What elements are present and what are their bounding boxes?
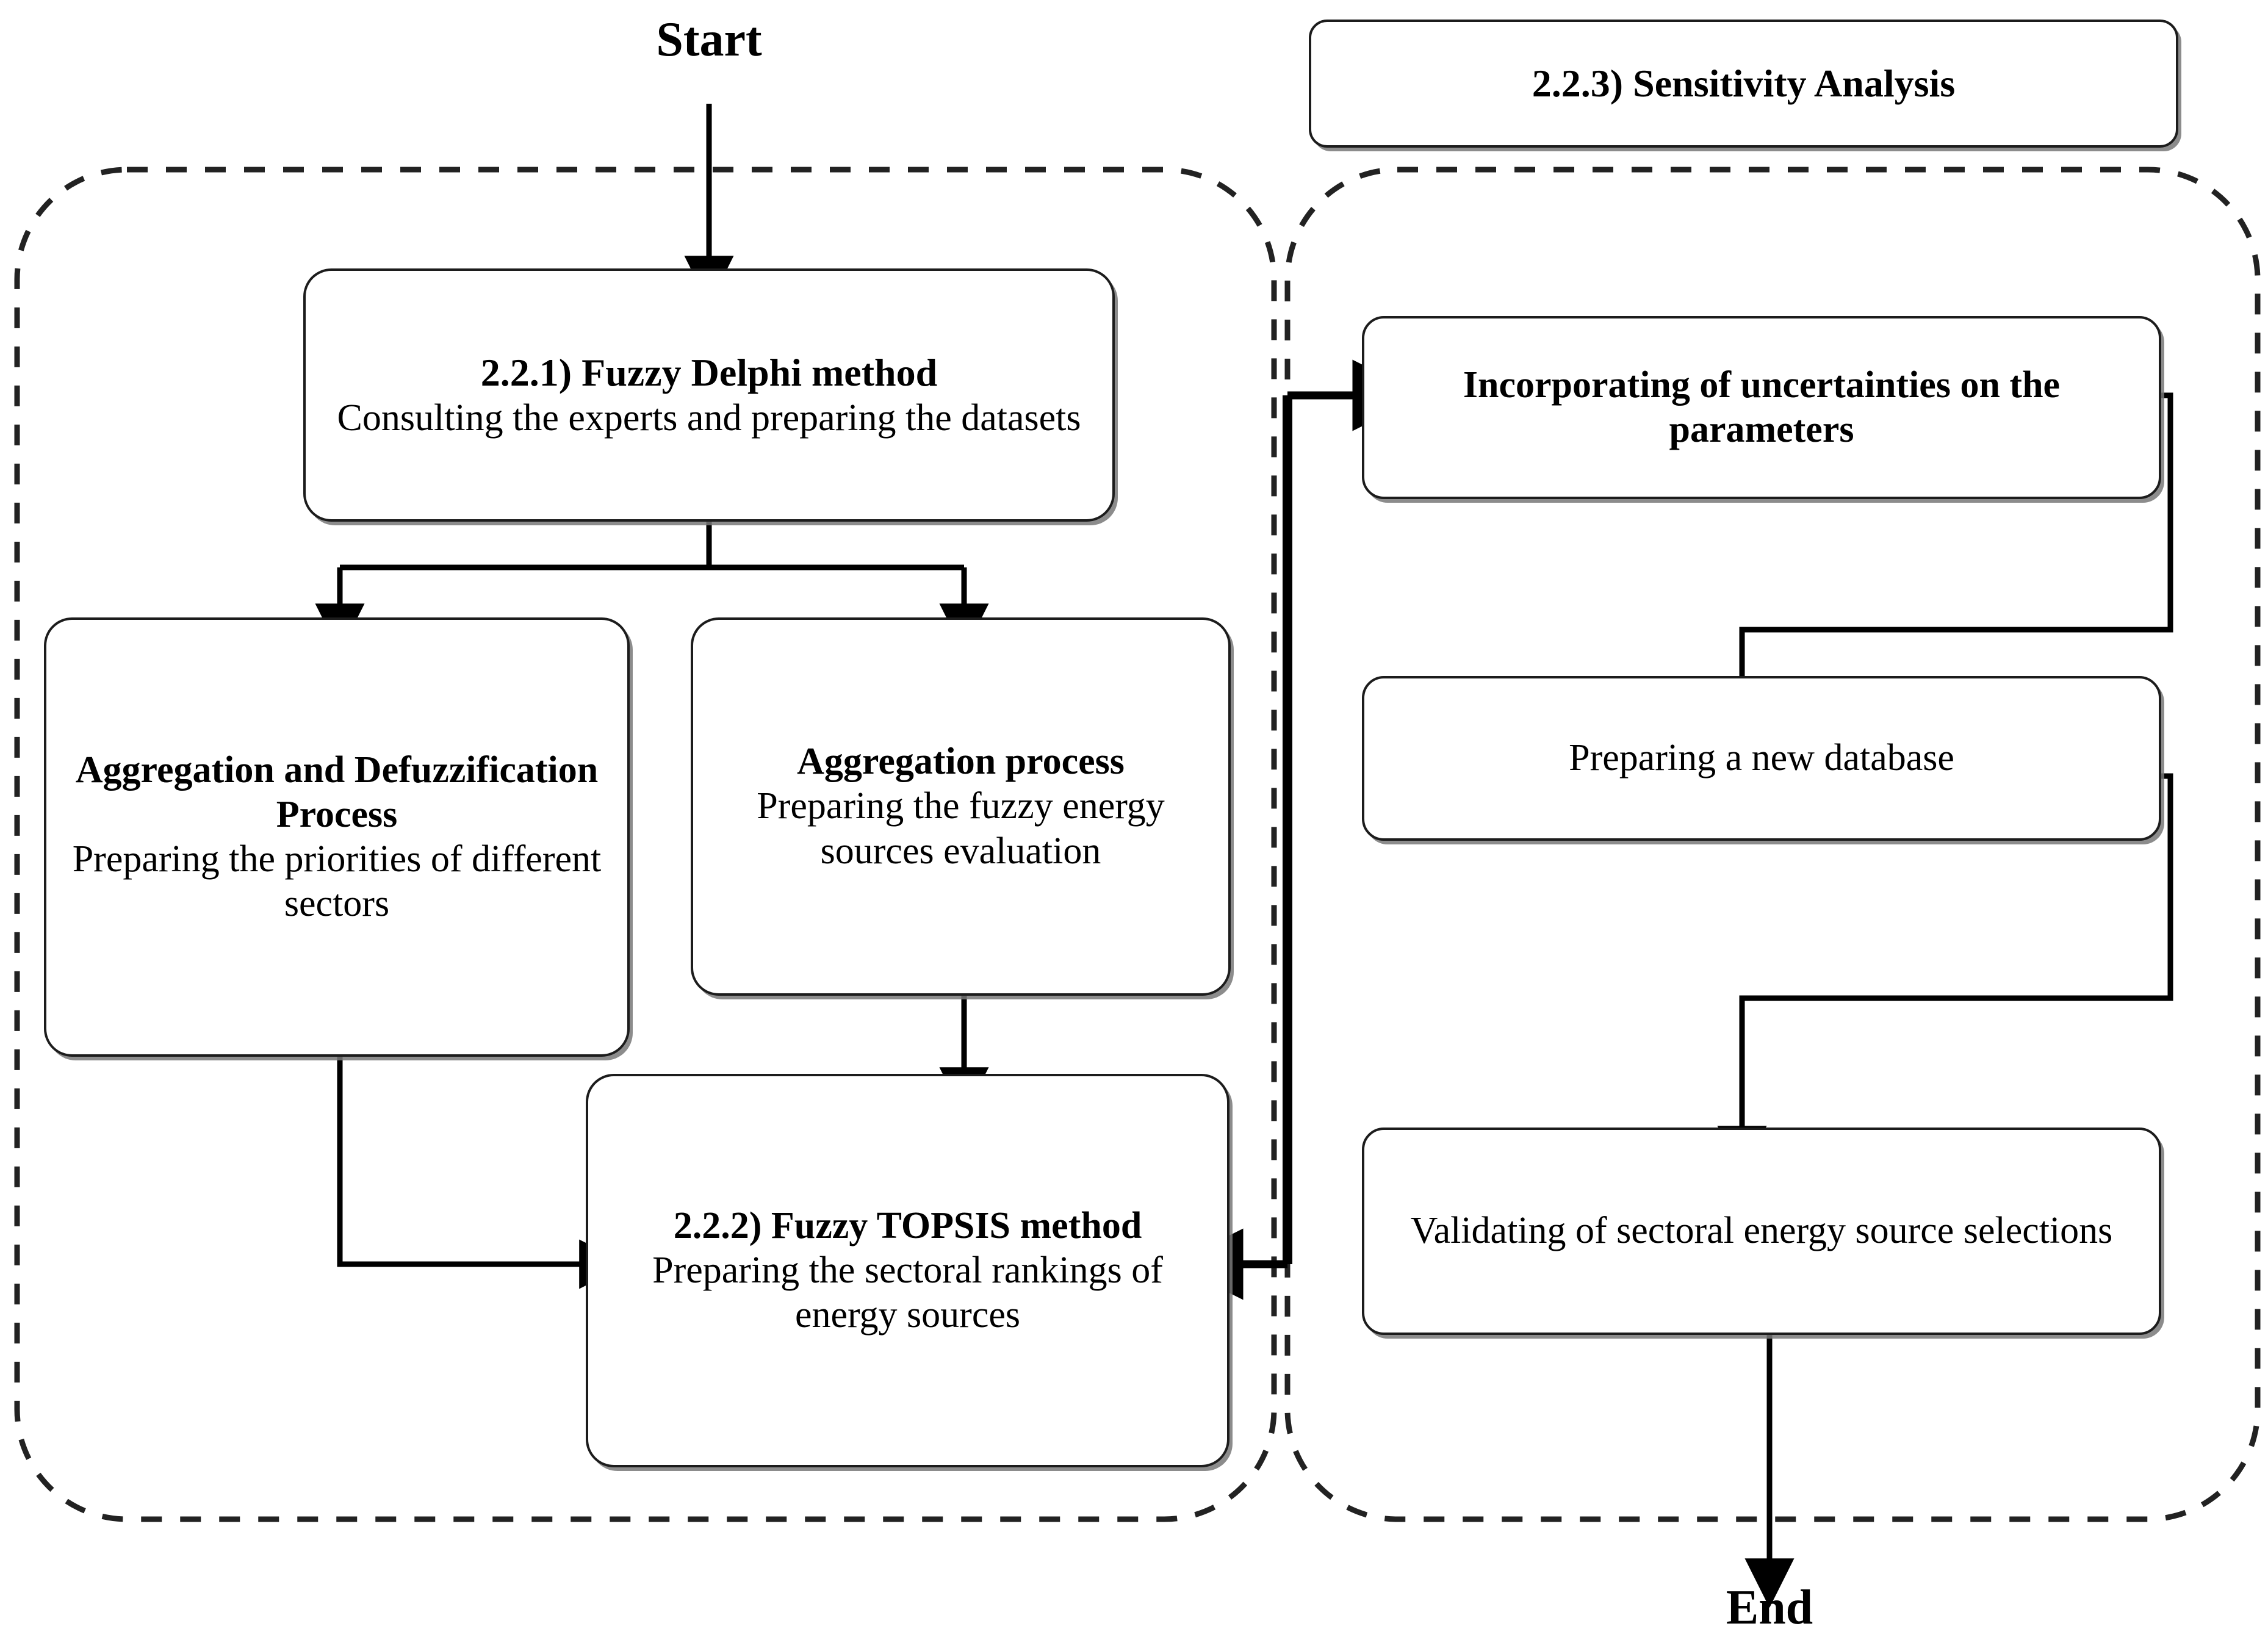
node-title: 2.2.3) Sensitivity Analysis: [1532, 62, 1956, 106]
node-title: 2.2.2) Fuzzy TOPSIS method: [673, 1204, 1142, 1246]
node-preparing-new-database[interactable]: Preparing a new database: [1362, 676, 2161, 841]
node-subtitle: Preparing a new database: [1569, 737, 1954, 779]
arrow-fuzzy-delphi-fork: [315, 522, 989, 653]
node-fuzzy-delphi[interactable]: 2.2.1) Fuzzy Delphi method Consulting th…: [303, 268, 1115, 522]
node-fuzzy-topsis[interactable]: 2.2.2) Fuzzy TOPSIS method Preparing the…: [586, 1074, 1229, 1467]
arrow-uncertainties-to-database: [1717, 392, 2173, 751]
node-validating-selections[interactable]: Validating of sectoral energy source sel…: [1362, 1128, 2161, 1335]
end-label: End: [1726, 1581, 1813, 1635]
node-title: Aggregation process: [797, 741, 1125, 783]
arrow-topsis-to-uncertainties: [1172, 359, 1424, 1300]
node-incorporating-uncertainties[interactable]: Incorporating of uncertainties on the pa…: [1362, 316, 2161, 499]
start-label: Start: [656, 13, 762, 67]
node-title: 2.2.1) Fuzzy Delphi method: [480, 351, 938, 395]
node-subtitle: Preparing the fuzzy energy sources evalu…: [757, 785, 1165, 872]
node-aggregation-process[interactable]: Aggregation process Preparing the fuzzy …: [691, 617, 1231, 996]
node-sensitivity-analysis-header[interactable]: 2.2.3) Sensitivity Analysis: [1309, 20, 2178, 148]
node-subtitle: Validating of sectoral energy source sel…: [1410, 1210, 2113, 1252]
arrow-database-to-validating: [1717, 773, 2173, 1176]
arrow-defuzzification-to-topsis: [337, 1057, 629, 1289]
node-subtitle: Preparing the sectoral rankings of energ…: [652, 1249, 1163, 1336]
node-aggregation-defuzzification[interactable]: Aggregation and Defuzzification Process …: [44, 617, 630, 1057]
dashed-group-left: [14, 167, 1277, 1522]
node-subtitle: Consulting the experts and preparing the…: [337, 397, 1081, 439]
node-title: Aggregation and Defuzzification Process: [75, 749, 599, 835]
node-subtitle: Preparing the priorities of different se…: [72, 838, 602, 925]
node-title: Incorporating of uncertainties on the pa…: [1463, 364, 2061, 450]
